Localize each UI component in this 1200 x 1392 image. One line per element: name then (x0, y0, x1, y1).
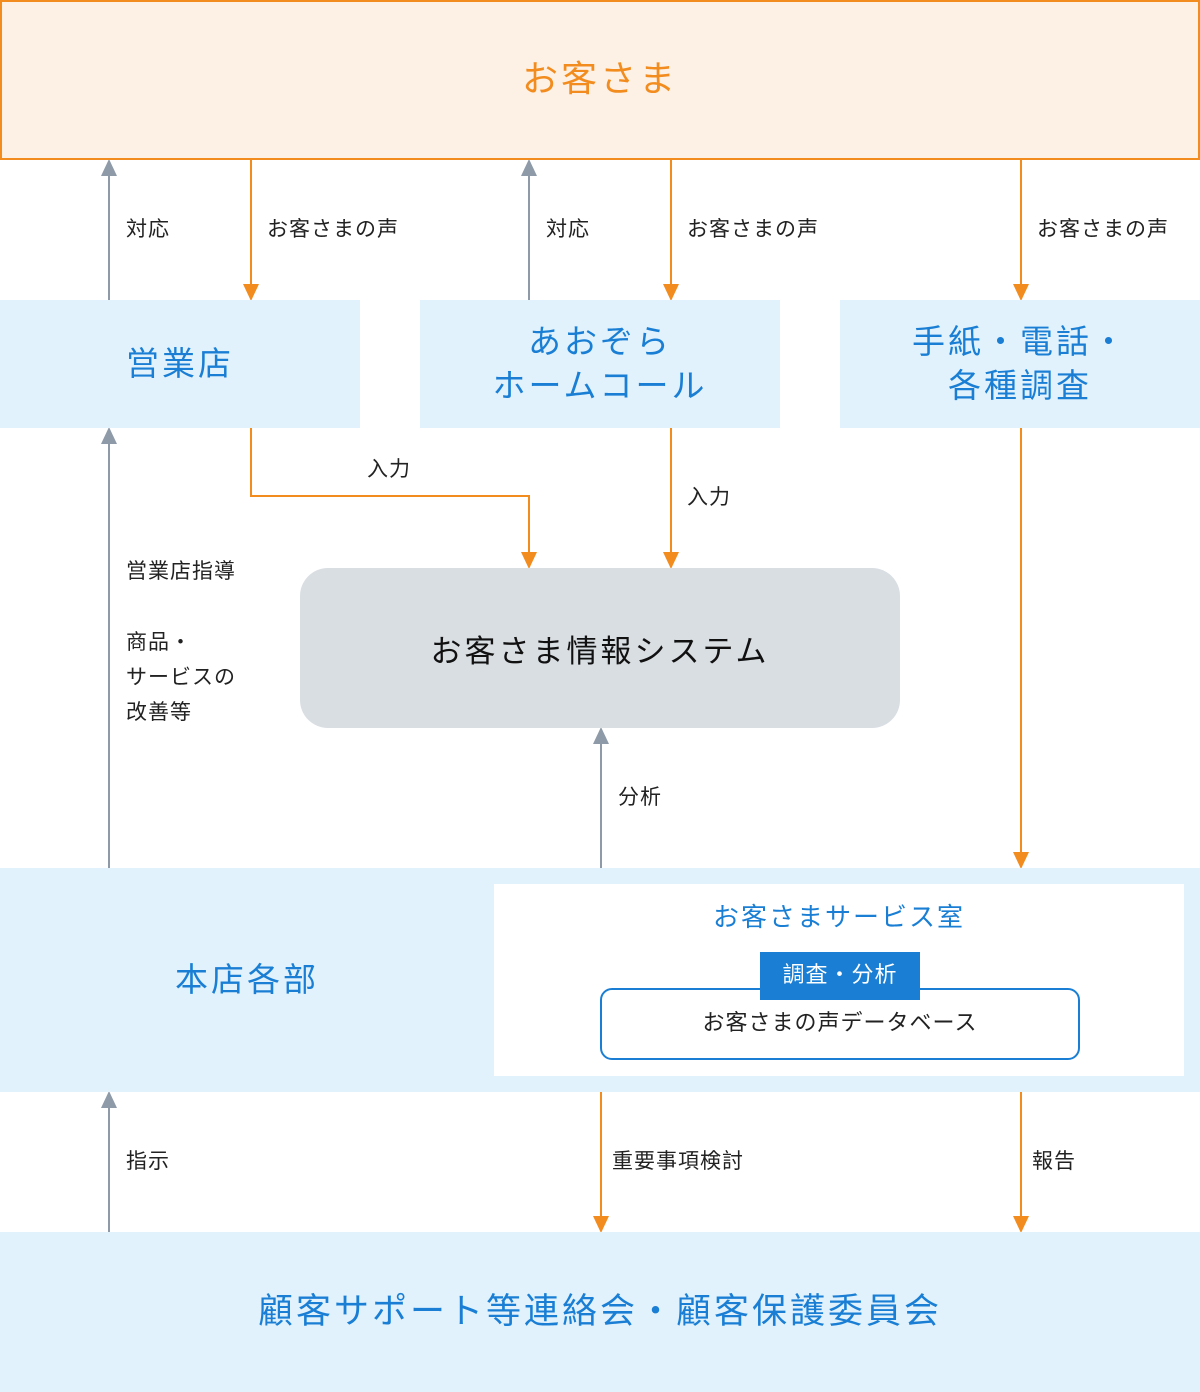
homecall-label-line2: ホームコール (492, 366, 708, 405)
database-label: お客さまの声データベース (702, 1011, 978, 1036)
label-improvement-line3: 改善等 (126, 700, 192, 724)
committee-box: 顧客サポート等連絡会・顧客保護委員会 (0, 1232, 1200, 1392)
customer-box: お客さま (0, 0, 1200, 160)
label-voice-2: お客さまの声 (687, 217, 819, 241)
label-response-1: 対応 (126, 217, 170, 241)
branch-box: 営業店 (0, 300, 360, 428)
system-label: お客さま情報システム (430, 633, 770, 670)
service-room-label: お客さまサービス室 (712, 903, 965, 933)
label-improvement-line2: サービスの (126, 665, 236, 689)
system-box: お客さま情報システム (300, 568, 900, 728)
label-analysis: 分析 (618, 785, 662, 809)
homecall-label-line1: あおぞら (528, 322, 672, 361)
label-important-review: 重要事項検討 (612, 1149, 744, 1173)
label-voice-1: お客さまの声 (267, 217, 399, 241)
label-input-2: 入力 (687, 485, 731, 509)
service-room-box: お客さまサービス室 お客さまの声データベース 調査・分析 (494, 884, 1184, 1076)
committee-label: 顧客サポート等連絡会・顧客保護委員会 (257, 1292, 942, 1332)
label-input-1: 入力 (367, 457, 411, 481)
label-instruction: 指示 (126, 1149, 170, 1173)
label-improvement-line1: 商品・ (126, 630, 192, 654)
arrow-branch-to-system (250, 428, 530, 554)
label-response-2: 対応 (546, 217, 590, 241)
homecall-box: あおぞら ホームコール (420, 300, 780, 428)
customer-label: お客さま (521, 59, 678, 100)
label-branch-guidance: 営業店指導 (126, 559, 236, 583)
analysis-tag: 調査・分析 (760, 952, 920, 1000)
branch-label: 営業店 (126, 344, 234, 383)
label-voice-3: お客さまの声 (1037, 217, 1169, 241)
label-report: 報告 (1032, 1149, 1076, 1173)
letters-label-line1: 手紙・電話・ (912, 322, 1128, 361)
letters-label-line2: 各種調査 (948, 366, 1092, 405)
hq-label: 本店各部 (175, 960, 319, 999)
letters-box: 手紙・電話・ 各種調査 (840, 300, 1200, 428)
